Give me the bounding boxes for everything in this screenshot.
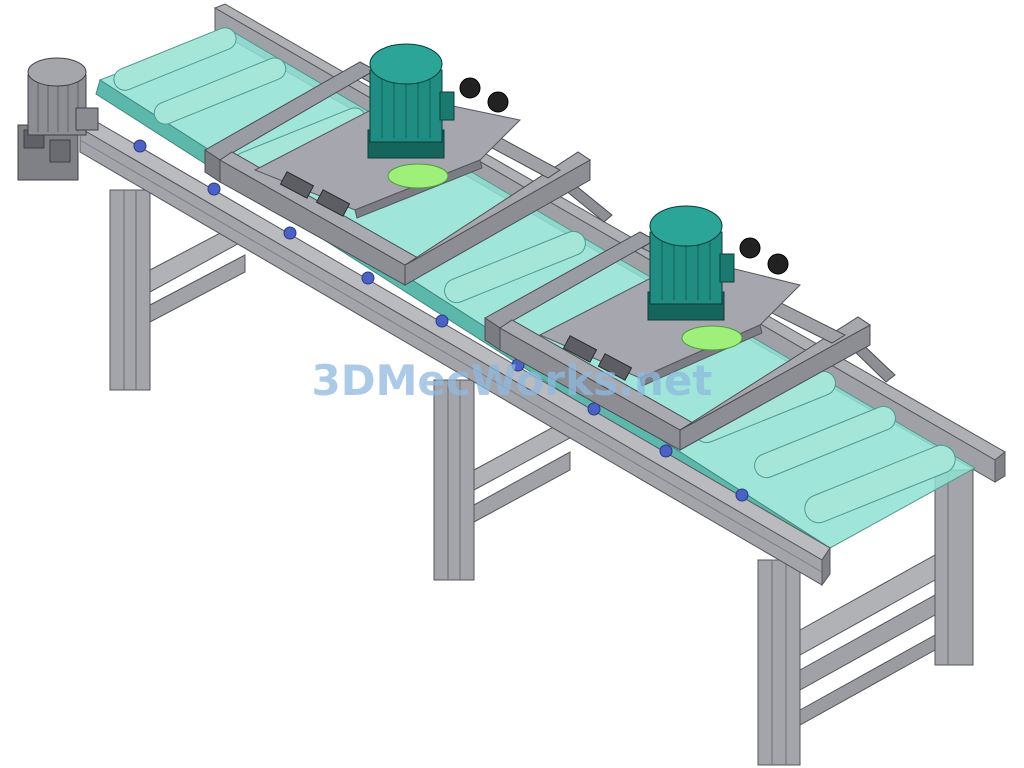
roller [153, 57, 287, 125]
knob-icon[interactable] [459, 77, 509, 113]
cutting-carriage-2 [484, 205, 896, 451]
roller [113, 27, 237, 91]
roller [754, 405, 896, 479]
front-rail [79, 117, 831, 587]
knob-icon[interactable] [739, 237, 789, 275]
gear-motor-icon [17, 57, 99, 181]
motor-icon [647, 205, 735, 321]
rollers [113, 27, 956, 524]
hinge-icon [562, 335, 633, 381]
legs [109, 189, 974, 766]
hinge-icon [279, 171, 351, 217]
roller [444, 230, 586, 304]
motor-icon [367, 43, 455, 159]
roller [804, 444, 956, 524]
cutting-carriage-1 [204, 43, 613, 286]
